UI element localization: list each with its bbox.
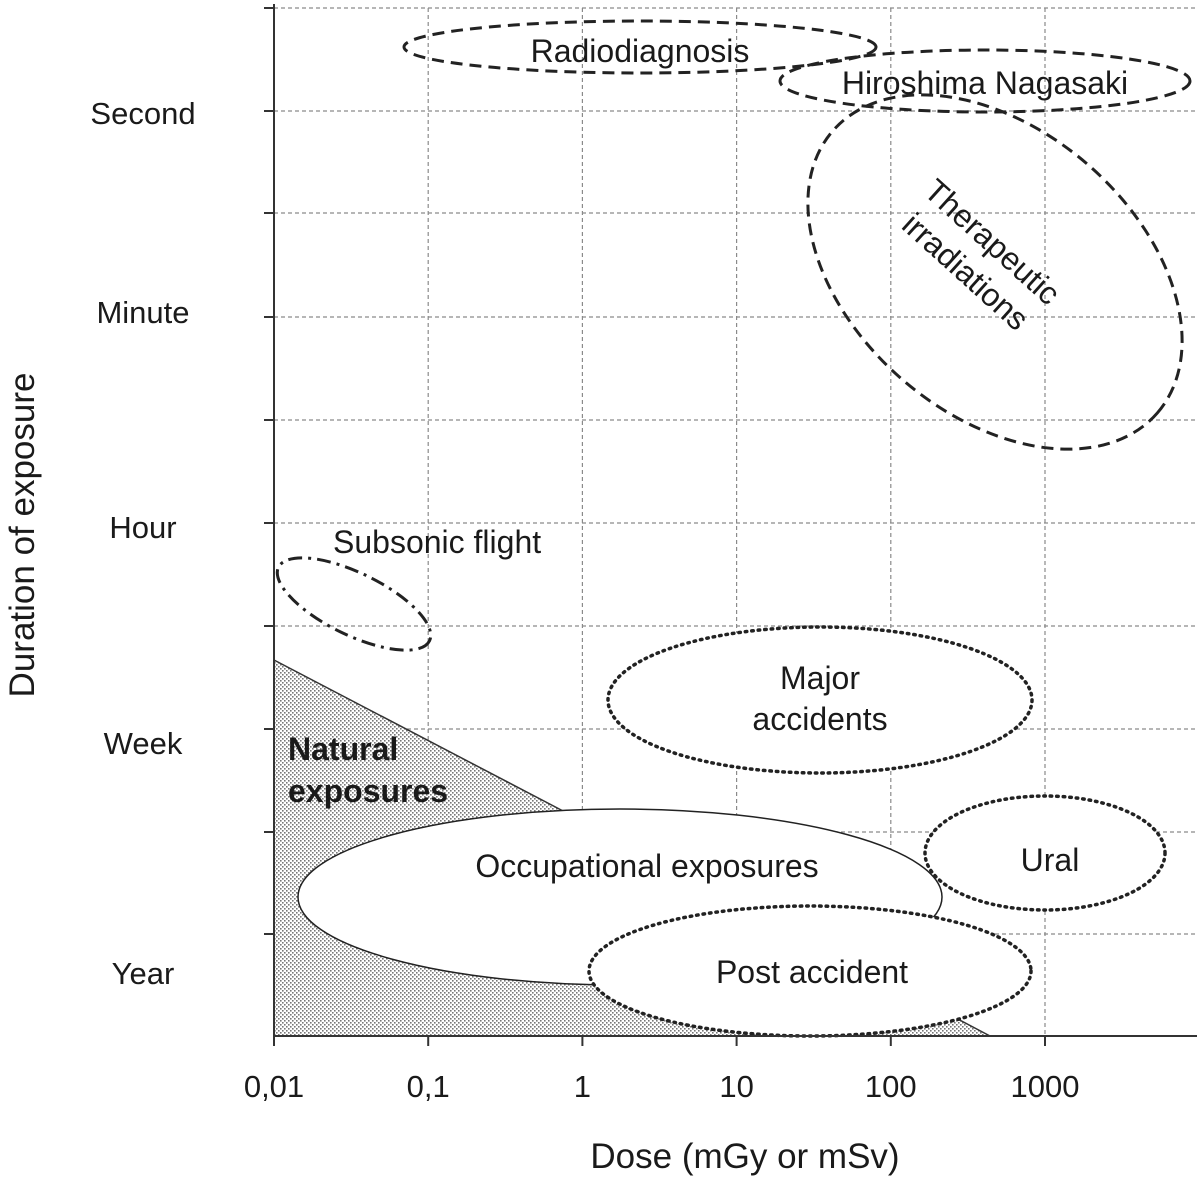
subsonic-flight-label: Subsonic flight <box>333 524 541 560</box>
post-accident-label: Post accident <box>716 954 908 990</box>
x-tick-label: 1000 <box>1011 1069 1080 1104</box>
ural-label: Ural <box>1021 842 1080 878</box>
x-tick-label: 0,1 <box>407 1069 450 1104</box>
radiodiagnosis-label: Radiodiagnosis <box>531 33 750 69</box>
x-tick-label: 100 <box>865 1069 917 1104</box>
y-tick-label: Minute <box>96 295 189 330</box>
radiodiagnosis-outline <box>402 19 878 75</box>
y-axis-title: Duration of exposure <box>3 373 42 698</box>
hiroshima-nagasaki-label: Hiroshima Nagasaki <box>842 65 1128 101</box>
hiroshima-nagasaki-outline <box>778 48 1192 114</box>
y-tick-label: Hour <box>109 510 176 545</box>
major-accidents-label: accidents <box>752 701 887 737</box>
y-tick-label: Week <box>104 726 183 761</box>
x-axis-title: Dose (mGy or mSv) <box>590 1137 899 1176</box>
major-accidents-label: Major <box>780 660 860 696</box>
natural-exposures-label: exposures <box>288 773 448 809</box>
region-outlines <box>275 19 1192 1038</box>
natural-exposures-label: Natural <box>288 731 398 767</box>
therapeutic-irradiations-outline <box>806 93 1184 451</box>
y-tick-label: Second <box>90 96 195 131</box>
x-tick-label: 0,01 <box>244 1069 304 1104</box>
axes <box>264 4 1197 1046</box>
x-tick-label: 10 <box>719 1069 753 1104</box>
y-tick-label: Year <box>112 956 175 991</box>
subsonic-flight-outline <box>275 556 433 652</box>
x-tick-label: 1 <box>574 1069 591 1104</box>
major-accidents-outline <box>606 625 1034 775</box>
ural-outline <box>923 794 1167 912</box>
occupational-exposures-label: Occupational exposures <box>475 848 818 884</box>
